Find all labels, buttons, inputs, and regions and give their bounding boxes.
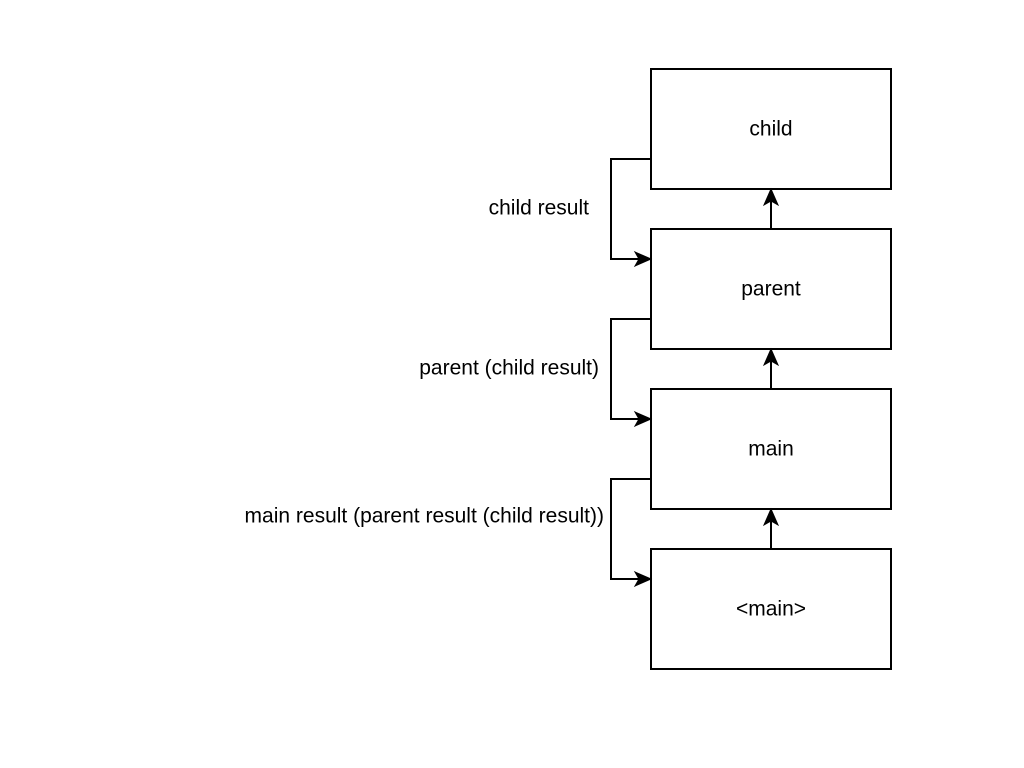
node-parent: parent <box>650 228 892 350</box>
node-main-entry-box <box>650 548 892 670</box>
call-arrow-parent-to-child <box>762 187 780 229</box>
label-child-result: child result <box>489 197 590 220</box>
call-arrow-main-to-parent <box>762 347 780 389</box>
label-parent-result: parent (child result) <box>419 357 599 380</box>
node-main-entry: <main> <box>650 548 892 670</box>
node-parent-label: parent <box>741 278 801 301</box>
call-arrow-entry-to-main <box>762 507 780 549</box>
node-main: main <box>650 388 892 510</box>
return-arrow-main-result <box>610 478 653 588</box>
node-parent-box <box>650 228 892 350</box>
node-child-label: child <box>749 118 792 141</box>
node-main-label: main <box>748 438 794 461</box>
label-main-result: main result (parent result (child result… <box>245 505 604 528</box>
return-arrow-parent-result <box>610 318 653 428</box>
node-child-box <box>650 68 892 190</box>
return-arrow-child-result <box>610 158 653 268</box>
node-child: child <box>650 68 892 190</box>
node-main-entry-label: <main> <box>736 598 806 621</box>
